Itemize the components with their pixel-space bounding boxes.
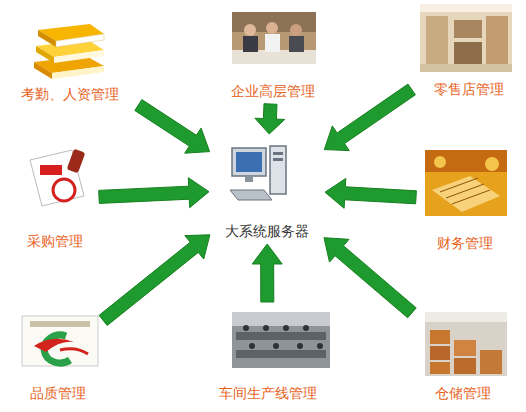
workshop-photo — [232, 312, 330, 368]
books-picture — [34, 24, 104, 79]
warehouse-photo — [425, 312, 507, 376]
module-node: 零售店管理 — [415, 2, 523, 98]
green-arrow — [325, 178, 416, 208]
quality-logo — [22, 316, 98, 366]
module-node: 考勤、人资管理 — [5, 18, 135, 103]
server-node: 大系统服务器 — [213, 138, 321, 240]
green-arrow — [324, 84, 415, 151]
node-label: 车间生产线管理 — [185, 384, 350, 402]
node-label: 考勤、人资管理 — [0, 85, 155, 103]
node-label: 财务管理 — [400, 234, 526, 252]
module-node: 财务管理 — [420, 148, 510, 252]
green-arrow — [99, 178, 209, 208]
node-label: 零售店管理 — [395, 80, 526, 98]
node-label: 大系统服务器 — [193, 222, 341, 240]
meeting-photo — [232, 12, 316, 64]
module-node: 采购管理 — [15, 148, 95, 250]
green-arrow — [255, 104, 285, 134]
stamp-picture — [30, 149, 85, 206]
store-photo — [420, 4, 512, 72]
module-node: 品质管理 — [15, 312, 100, 402]
green-arrow — [99, 235, 210, 326]
finance-photo — [425, 150, 507, 216]
computer-picture — [230, 146, 286, 200]
module-node: 仓储管理 — [415, 310, 510, 402]
green-arrow — [252, 244, 282, 302]
module-node: 企业高层管理 — [215, 8, 330, 100]
node-label: 采购管理 — [0, 232, 115, 250]
node-label: 品质管理 — [0, 384, 120, 402]
green-arrow — [135, 100, 210, 154]
green-arrow — [324, 238, 416, 318]
node-label: 企业高层管理 — [195, 82, 350, 100]
node-label: 仓储管理 — [395, 384, 526, 402]
module-node: 车间生产线管理 — [205, 306, 330, 402]
